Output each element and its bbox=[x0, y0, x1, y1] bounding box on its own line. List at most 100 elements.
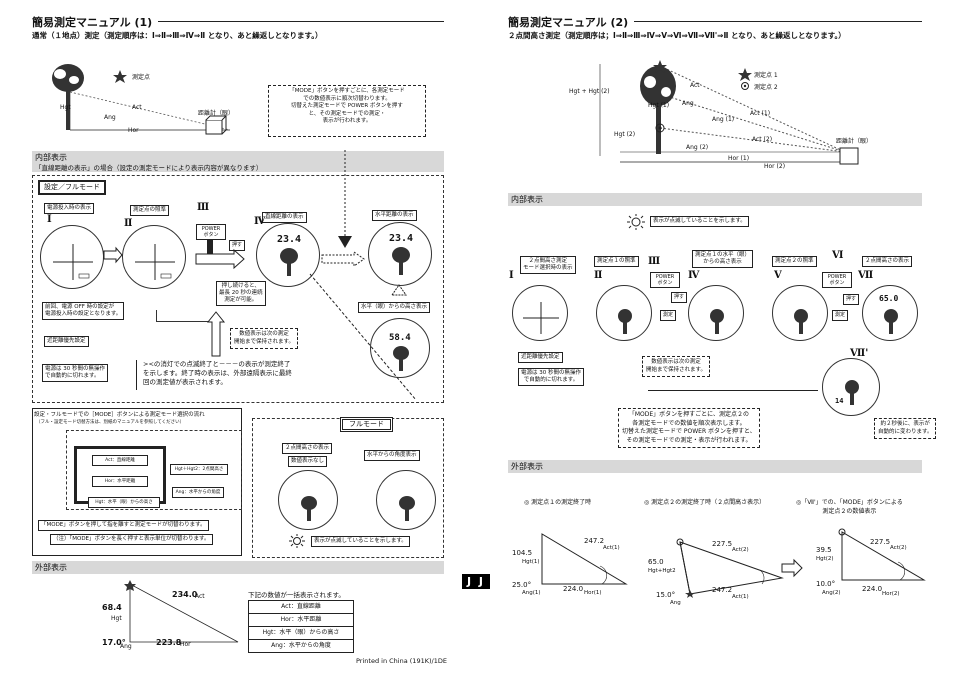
lcd-display-6: 58.4 bbox=[370, 318, 430, 378]
measurement-diagram bbox=[52, 64, 231, 135]
ang2-label: Ang (2) bbox=[686, 144, 709, 151]
r-lcd-display-4 bbox=[688, 285, 744, 341]
f1-hor: 224.0 bbox=[563, 585, 584, 593]
right-title-rule bbox=[634, 21, 922, 22]
r-near-priority: 近距離優先設定 bbox=[518, 352, 563, 363]
ext-hor-label: Hor bbox=[180, 641, 191, 648]
f2-act2-lbl: Act(2) bbox=[732, 547, 749, 553]
full-mode-label: フルモード bbox=[340, 417, 393, 432]
f2-act1: 247.2 bbox=[712, 586, 733, 594]
point-label: 測定点 bbox=[132, 74, 151, 81]
lcd-display-angle bbox=[376, 470, 436, 530]
external-header: 外部表示 bbox=[32, 561, 444, 574]
roman-4: Ⅳ bbox=[254, 216, 266, 227]
r-lcd-display-7p: 14 bbox=[822, 358, 880, 416]
lcd-display-two-point bbox=[278, 470, 338, 530]
flow-title: 設定・フルモードでの［MODE］ボタンによる測定モード選択の流れ bbox=[34, 412, 205, 418]
ext-hgt-label: Hgt bbox=[111, 615, 122, 622]
r-step1-label: ２点間高さ測定モード選択時の表示 bbox=[520, 256, 576, 274]
r-roman-7: Ⅶ bbox=[858, 270, 874, 281]
dashed-diag-arrow bbox=[309, 273, 417, 401]
r-roman-3: Ⅲ bbox=[648, 256, 661, 267]
f2-act1-lbl: Act(1) bbox=[732, 594, 749, 600]
f1-act-lbl: Act(1) bbox=[603, 545, 620, 551]
ext-hgt-value: 68.4 bbox=[102, 603, 122, 612]
step5-label: 水平距離の表示 bbox=[372, 210, 417, 221]
r-push-1: 押す bbox=[671, 292, 688, 303]
right-internal-header: 内部表示 bbox=[508, 193, 922, 206]
ext-act-value: 234.0 bbox=[172, 590, 198, 599]
hor1-label: Hor (1) bbox=[728, 155, 750, 162]
near-priority-label: 近距離優先設定 bbox=[44, 336, 89, 347]
auto-off-note: 電源は 30 秒間の無操作で自動的に切れます。 bbox=[42, 364, 108, 382]
title-rule bbox=[158, 21, 444, 22]
internal-frame bbox=[32, 175, 444, 403]
lcd-value-4: 23.4 bbox=[277, 234, 302, 245]
r-lcd-display-5 bbox=[772, 285, 828, 341]
internal-header: 内部表示 bbox=[32, 151, 444, 164]
f1-act: 247.2 bbox=[584, 537, 605, 545]
f1-ang-lbl: Ang(1) bbox=[522, 590, 541, 596]
r-power-button-1[interactable]: POWER ボタン bbox=[650, 272, 680, 288]
ext-figure-2 bbox=[676, 538, 784, 598]
r-auto-switch: 約２秒後に、表示が自動的に変わります。 bbox=[874, 418, 937, 439]
legend-title: 下記の数値が一括表示されます。 bbox=[248, 591, 345, 599]
step4-label: 直線距離の表示 bbox=[262, 212, 307, 223]
jj-mark: J J bbox=[462, 574, 491, 589]
rangefinder-icon bbox=[839, 147, 859, 165]
two-point-diagram bbox=[599, 60, 859, 165]
push-label: 押す bbox=[229, 240, 246, 251]
ext-cap2: ◎ 測定点２の測定終了時（２点間高さ表示） bbox=[644, 499, 766, 506]
power-button[interactable]: POWER ボタン bbox=[196, 224, 226, 240]
right-external-header: 外部表示 bbox=[508, 460, 922, 473]
flow-act[interactable]: Act：直線距離 bbox=[92, 455, 148, 466]
flow-note2: （注）「MODE」ボタンを長く押すと表示単位が切替わります。 bbox=[50, 534, 213, 545]
tree-icon bbox=[640, 66, 676, 154]
ext-ang-value: 17.0° bbox=[102, 638, 126, 647]
target-icon bbox=[838, 528, 846, 536]
step6-label: 水平（眼）からの高さ表示 bbox=[358, 302, 431, 313]
f3-ang: 10.0° bbox=[816, 580, 836, 588]
act-label-r: Act bbox=[690, 82, 700, 89]
right-subtitle: ２点間高さ測定（測定順序は；Ⅰ⇒Ⅱ⇒Ⅲ⇒Ⅳ⇒Ⅴ⇒Ⅵ⇒Ⅶ⇒Ⅶ'⇒Ⅱ となり、あと繰… bbox=[508, 31, 846, 40]
target-icon bbox=[676, 538, 684, 546]
ang1-label: Ang (1) bbox=[712, 116, 735, 123]
f3-hor-lbl: Hor(2) bbox=[882, 591, 900, 597]
right-arrow-icon bbox=[781, 558, 803, 578]
act-label: Act bbox=[132, 104, 142, 111]
hgt-label: Hgt bbox=[60, 104, 71, 111]
r-roman-5: Ⅴ bbox=[774, 270, 782, 281]
flow-hgt[interactable]: Hgt：水平（眼）からの高さ bbox=[88, 497, 160, 508]
f1-ang: 25.0° bbox=[512, 581, 532, 589]
legend-table: Act：直線距離 Hor：水平距離 Hgt：水平（眼）からの高さ Ang：水平か… bbox=[248, 600, 354, 653]
ext-act-label: Act bbox=[195, 593, 205, 600]
ang-label-r: Ang bbox=[682, 100, 694, 107]
f3-hgt: 39.5 bbox=[816, 546, 832, 554]
f3-hgt-lbl: Hgt(2) bbox=[816, 556, 834, 562]
r-hold-display: 数値表示は次の測定開始まで保持されます。 bbox=[642, 356, 710, 377]
flow-ang[interactable]: Ang：水平からの角度 bbox=[172, 487, 224, 498]
lcd-display-1 bbox=[40, 225, 104, 289]
flow-hor[interactable]: Hor：水平距離 bbox=[92, 476, 148, 487]
r-push-2: 押す bbox=[843, 294, 860, 305]
loop-line bbox=[156, 310, 216, 322]
ext-cap1: ◎ 測定点１の測定終了時 bbox=[524, 499, 592, 506]
star-icon bbox=[653, 60, 667, 73]
f2-ang: 15.0° bbox=[656, 591, 676, 599]
hor2-label: Hor (2) bbox=[764, 163, 786, 170]
mode-label: 設定／フルモード bbox=[38, 180, 106, 195]
footer: Printed in China (191K)/1DE bbox=[356, 657, 447, 665]
r-power-button-2[interactable]: POWER ボタン bbox=[822, 272, 852, 288]
flow-note1: 「MODE」ボタンを押して指を離すと測定モードが切替わります。 bbox=[38, 520, 209, 531]
lcd-value-6: 58.4 bbox=[389, 333, 411, 343]
f3-act-lbl: Act(2) bbox=[890, 545, 907, 551]
act1-label: Act (1) bbox=[750, 110, 771, 117]
hor-label: Hor bbox=[128, 127, 139, 134]
ext-figure-3 bbox=[838, 528, 926, 581]
f2-ang-lbl: Ang bbox=[670, 600, 681, 606]
left-subtitle: 通常（１地点）測定（測定順序は：Ⅰ⇒Ⅱ⇒Ⅲ⇒Ⅳ⇒Ⅱ となり、あと繰返しとなります… bbox=[32, 31, 323, 40]
f2-hgt: 65.0 bbox=[648, 558, 664, 566]
star-icon bbox=[738, 68, 752, 81]
star-icon bbox=[113, 70, 127, 83]
flow-two-point[interactable]: Hgt＋Hgt2：2点間高さ bbox=[170, 464, 228, 475]
